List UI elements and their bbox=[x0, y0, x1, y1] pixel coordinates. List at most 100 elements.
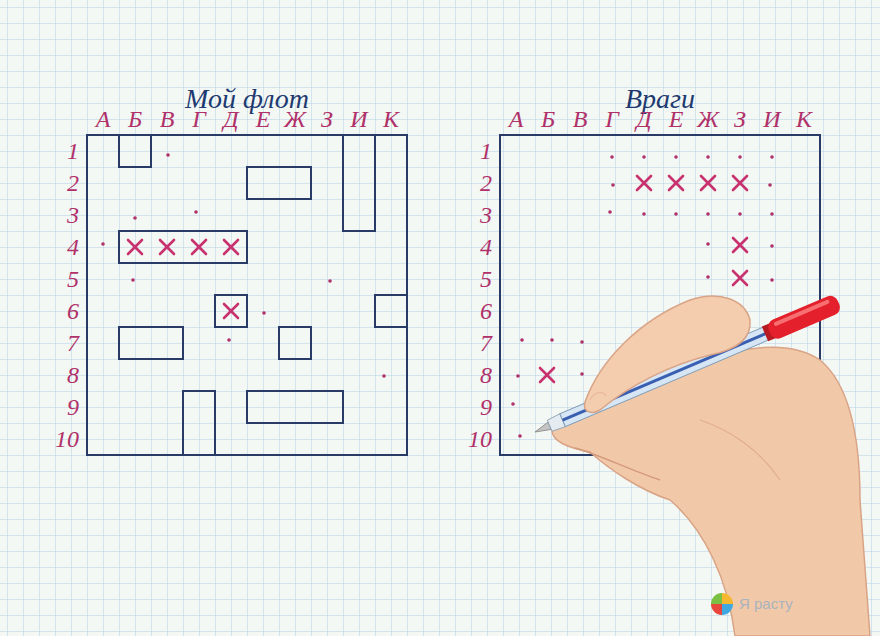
hit-cross bbox=[701, 176, 715, 190]
column-letter: Г bbox=[183, 105, 215, 133]
miss-dot bbox=[706, 212, 710, 216]
miss-dot bbox=[227, 338, 231, 342]
row-number: 2 bbox=[41, 167, 79, 199]
finger-crease bbox=[575, 448, 660, 480]
pen bbox=[531, 293, 842, 441]
miss-dot bbox=[382, 374, 386, 378]
watermark-icon bbox=[711, 593, 733, 615]
hit-cross bbox=[669, 176, 683, 190]
hit-cross bbox=[637, 176, 651, 190]
miss-dot bbox=[738, 212, 742, 216]
row-number: 5 bbox=[454, 263, 492, 295]
miss-dot bbox=[580, 340, 584, 344]
miss-dot bbox=[133, 216, 137, 220]
board: Враги bbox=[500, 84, 820, 455]
hit-cross bbox=[128, 240, 142, 254]
row-number: 8 bbox=[454, 359, 492, 391]
column-letter: А bbox=[500, 105, 532, 133]
hit-cross bbox=[192, 240, 206, 254]
row-number: 6 bbox=[454, 295, 492, 327]
column-letter: К bbox=[375, 105, 407, 133]
miss-dot bbox=[131, 278, 135, 282]
column-letter: Е bbox=[660, 105, 692, 133]
row-number: 10 bbox=[454, 423, 492, 455]
row-number: 2 bbox=[454, 167, 492, 199]
miss-dot bbox=[706, 155, 710, 159]
miss-dot bbox=[610, 155, 614, 159]
miss-dot bbox=[194, 210, 198, 214]
column-letter: В bbox=[151, 105, 183, 133]
ship bbox=[119, 327, 183, 359]
row-number: 7 bbox=[454, 327, 492, 359]
hand-with-pen bbox=[531, 293, 870, 636]
row-number: 1 bbox=[41, 135, 79, 167]
miss-dot bbox=[706, 275, 710, 279]
board: Мой флот bbox=[87, 84, 407, 455]
column-letter: И bbox=[343, 105, 375, 133]
hit-cross bbox=[540, 368, 554, 382]
column-letter: Е bbox=[247, 105, 279, 133]
watermark: Я расту bbox=[739, 593, 793, 615]
ship bbox=[119, 135, 151, 167]
column-letter: Б bbox=[119, 105, 151, 133]
row-number: 8 bbox=[41, 359, 79, 391]
miss-dot bbox=[550, 338, 554, 342]
miss-dot bbox=[706, 242, 710, 246]
miss-dot bbox=[642, 155, 646, 159]
ship bbox=[119, 231, 247, 263]
row-number: 3 bbox=[41, 199, 79, 231]
board-outline bbox=[87, 135, 407, 455]
miss-dot bbox=[520, 338, 524, 342]
ship bbox=[247, 167, 311, 199]
miss-dot bbox=[608, 210, 612, 214]
miss-dot bbox=[770, 278, 774, 282]
column-letter: В bbox=[564, 105, 596, 133]
ship bbox=[343, 135, 375, 231]
hit-cross bbox=[733, 238, 747, 252]
ship bbox=[279, 327, 311, 359]
column-letter: К bbox=[788, 105, 820, 133]
miss-dot bbox=[166, 153, 170, 157]
row-number: 5 bbox=[41, 263, 79, 295]
miss-dot bbox=[518, 434, 522, 438]
ship bbox=[375, 295, 407, 327]
hit-cross bbox=[160, 240, 174, 254]
row-number: 1 bbox=[454, 135, 492, 167]
column-letter: И bbox=[756, 105, 788, 133]
miss-dot bbox=[511, 402, 515, 406]
ship bbox=[215, 295, 247, 327]
miss-dot bbox=[674, 212, 678, 216]
column-letter: Д bbox=[628, 105, 660, 133]
row-number: 9 bbox=[454, 391, 492, 423]
thumbnail bbox=[590, 393, 606, 400]
miss-dot bbox=[642, 212, 646, 216]
column-letter: З bbox=[311, 105, 343, 133]
column-letter: Ж bbox=[692, 105, 724, 133]
row-number: 7 bbox=[41, 327, 79, 359]
row-number: 3 bbox=[454, 199, 492, 231]
miss-dot bbox=[770, 155, 774, 159]
row-number: 10 bbox=[41, 423, 79, 455]
row-number: 4 bbox=[41, 231, 79, 263]
column-letter: З bbox=[724, 105, 756, 133]
column-letter: Д bbox=[215, 105, 247, 133]
row-number: 4 bbox=[454, 231, 492, 263]
ship bbox=[247, 391, 343, 423]
miss-dot bbox=[768, 183, 772, 187]
thumb bbox=[584, 296, 750, 412]
miss-dot bbox=[770, 244, 774, 248]
miss-dot bbox=[580, 372, 584, 376]
miss-dot bbox=[101, 242, 105, 246]
hits bbox=[128, 240, 238, 318]
row-number: 6 bbox=[41, 295, 79, 327]
hit-cross bbox=[224, 304, 238, 318]
miss-dot bbox=[262, 311, 266, 315]
misses bbox=[101, 153, 386, 378]
column-letter: А bbox=[87, 105, 119, 133]
my-board bbox=[87, 135, 407, 455]
hit-cross bbox=[733, 271, 747, 285]
